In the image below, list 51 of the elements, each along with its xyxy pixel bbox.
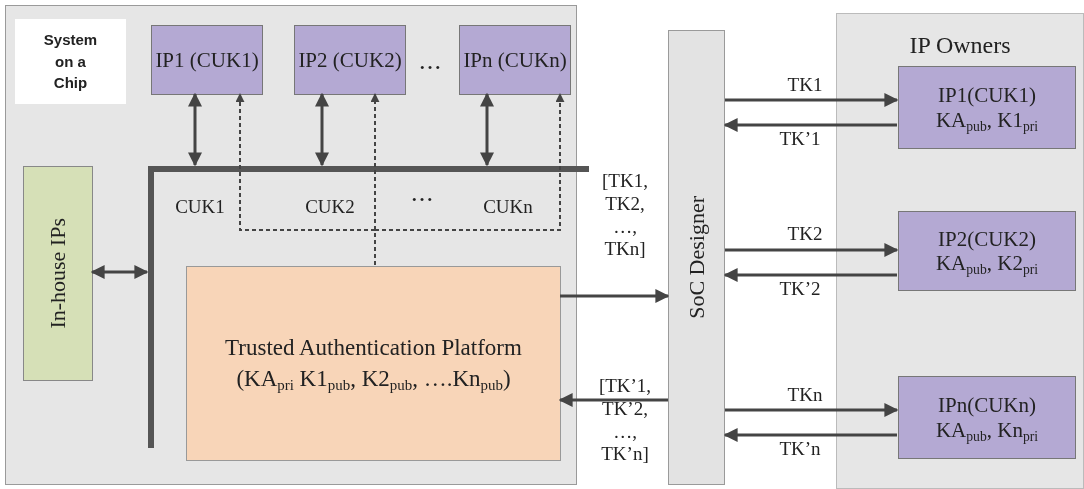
- arrow: [725, 243, 899, 257]
- dashed-arrow: [374, 93, 565, 266]
- ellipsis-dots: • • •: [420, 60, 441, 76]
- node-title: IP2 (CUK2): [298, 47, 402, 73]
- arrow: [725, 403, 899, 417]
- edge-label: TK1: [786, 74, 824, 97]
- ip-owner-box: [898, 66, 1076, 149]
- ip-block: [294, 25, 406, 95]
- edge-label: [TK1, TK2, …, TKn]: [601, 170, 649, 262]
- node-title: IP2(CUK2): [938, 226, 1036, 251]
- node-title: SoC Designer: [683, 196, 710, 319]
- arrow: [90, 265, 149, 279]
- node-title: IP1 (CUK1): [155, 47, 259, 73]
- ip-block: [151, 25, 263, 95]
- arrow: [723, 268, 897, 282]
- authentication-platform-box: [186, 266, 561, 461]
- arrow: [725, 93, 899, 107]
- node-title: IP1(CUK1): [938, 83, 1036, 108]
- node-title: IPn (CUKn): [463, 47, 567, 73]
- ellipsis-dots: • • •: [412, 192, 433, 208]
- edge-label: [TK’1, TK’2, …, TK’n]: [597, 375, 653, 467]
- node-text: KA$_{pub}$, Kn$_{pri}$: [935, 417, 1039, 442]
- arrow: [560, 289, 670, 303]
- arrow: [723, 118, 897, 132]
- ip-owner-box: [898, 376, 1076, 459]
- edge-label: TK2: [786, 223, 824, 246]
- node-title: Trusted Authentication Platform: [224, 335, 523, 362]
- edge-label: TKn: [786, 384, 824, 407]
- ip-block: [459, 25, 571, 95]
- container-title: System on a Chip: [15, 19, 126, 104]
- node-text: (KA$_{pri}$ K1$_{pub}$, K2$_{pub}$, ….Kn$_{pub}$): [235, 365, 512, 392]
- node-title: In-house IPs: [45, 218, 71, 329]
- container-title: IP Owners: [908, 32, 1012, 60]
- edge-label: CUK2: [304, 196, 356, 219]
- owners-container: [836, 13, 1084, 489]
- edge-label: TK’2: [778, 278, 822, 301]
- edge-label: TK’n: [778, 438, 822, 461]
- node-text: KA$_{pub}$, K2$_{pri}$: [935, 251, 1039, 276]
- arrow: [315, 92, 329, 167]
- in-house-ip-block: [23, 166, 93, 381]
- arrow: [723, 428, 897, 442]
- edge-label: CUK1: [174, 196, 226, 219]
- node-text: KA$_{pub}$, K1$_{pri}$: [935, 107, 1039, 132]
- ip-owner-box: [898, 211, 1076, 291]
- designer-box: [668, 30, 725, 485]
- arrow: [558, 393, 668, 407]
- arrow: [480, 92, 494, 167]
- edge-label: TK’1: [778, 128, 822, 151]
- arrow: [188, 92, 202, 167]
- edge-label: CUKn: [482, 196, 534, 219]
- node-title: IPn(CUKn): [938, 393, 1036, 418]
